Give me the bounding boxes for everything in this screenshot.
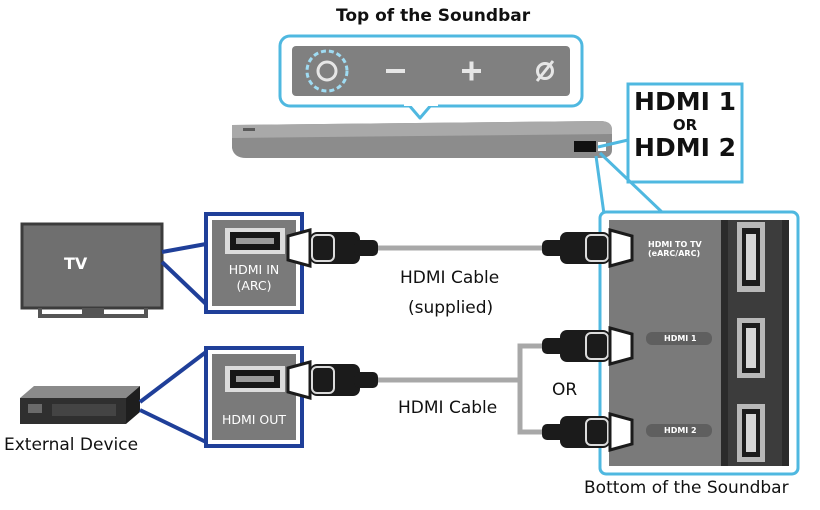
cable-plug-soundbar-tv-end [542, 228, 634, 268]
hdmi-port-callout [597, 82, 744, 184]
hdmi1-big-label: HDMI 1 [634, 87, 736, 116]
cable-plug-soundbar-hdmi1-end [542, 326, 634, 366]
cable-top-label: HDMI Cable [400, 268, 500, 288]
tv-callout-line-top [161, 242, 207, 254]
cable-or-label: OR [552, 380, 578, 400]
tv [20, 222, 164, 318]
soundbar-port-hdmi1-label: HDMI 1 [664, 334, 697, 343]
soundbar-hdmi2-port [737, 404, 765, 462]
device-port-label: HDMI OUT [221, 412, 287, 427]
soundbar-port-hdmi2-label: HDMI 2 [664, 426, 697, 435]
hdmi2-tag [646, 424, 712, 437]
soundbar-port-tv-line2: (eARC/ARC) [648, 249, 701, 258]
device-hdmi-out-port [204, 346, 304, 448]
cable-plug-soundbar-hdmi2-end [542, 412, 634, 452]
hdmi1-tag [646, 332, 712, 345]
tv-port-line2: (ARC) [236, 278, 272, 293]
top-of-soundbar-label: Top of the Soundbar [336, 6, 531, 26]
soundbar-hdmi1-port [737, 318, 765, 378]
plus-icon [462, 61, 481, 81]
top-panel-callout [278, 34, 584, 120]
bottom-of-soundbar-label: Bottom of the Soundbar [584, 478, 789, 498]
mute-icon [535, 60, 555, 82]
tv-hdmi-in-port [204, 212, 304, 314]
external-device [20, 386, 140, 424]
hdmi-or-label: OR [672, 116, 698, 134]
bottom-callout-lines [594, 151, 666, 216]
device-callout-line-top [138, 350, 208, 404]
soundbar [232, 121, 612, 158]
tv-label: TV [64, 254, 88, 273]
cable-plug-device-end [286, 360, 378, 400]
hdmi-cable-external [376, 343, 546, 435]
cable-bottom-label: HDMI Cable [398, 398, 498, 418]
tv-callout-line-bottom [160, 260, 208, 306]
soundbar-port-label: HDMI 1 OR HDMI 2 [630, 88, 740, 162]
tv-port-line1: HDMI IN [228, 262, 280, 277]
soundbar-hdmi-tv-port [737, 222, 765, 292]
external-device-label: External Device [4, 435, 139, 455]
device-callout-line-bottom [139, 408, 207, 444]
minus-icon [386, 69, 405, 73]
power-icon [305, 49, 349, 93]
tv-port-label: HDMI IN (ARC) [212, 262, 296, 294]
hdmi2-big-label: HDMI 2 [634, 133, 736, 162]
soundbar-port-tv-line1: HDMI TO TV [648, 240, 702, 249]
cable-plug-tv-end [286, 228, 378, 268]
soundbar-port-tv-label: HDMI TO TV (eARC/ARC) [648, 240, 702, 258]
cable-top-sublabel: (supplied) [408, 298, 494, 318]
